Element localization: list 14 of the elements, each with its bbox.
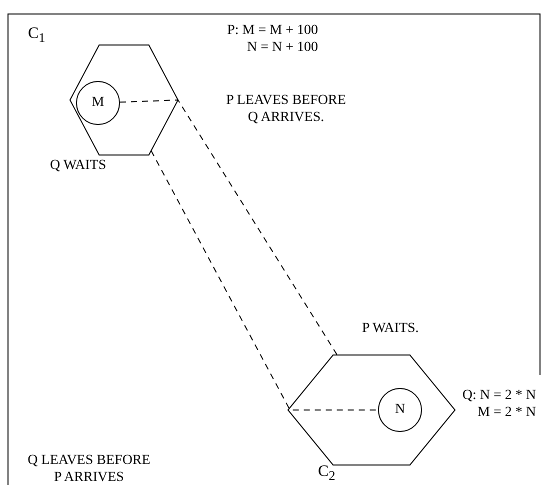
node-label: M — [90, 94, 106, 112]
node-caption: C$_{2}$ — [318, 463, 336, 484]
circle-shape — [76, 81, 120, 125]
annotation-text: P LEAVES BEFORE Q ARRIVES. — [225, 92, 347, 126]
annotation-text: Q LEAVES BEFORE P ARRIVES — [26, 452, 152, 485]
annotation-text: Q: N = 2 * N M = 2 * N — [461, 387, 536, 421]
annotation-text: P WAITS. — [362, 320, 420, 337]
node-caption: C$_{1}$ — [28, 25, 46, 46]
annotation-text: Q WAITS — [50, 157, 108, 174]
node-label: N — [394, 401, 406, 419]
annotation-text: P: M = M + 100 N = N + 100 — [226, 22, 318, 56]
dashed-line — [119, 99, 338, 356]
circle-shape — [378, 388, 422, 432]
dashed-line — [150, 150, 378, 410]
